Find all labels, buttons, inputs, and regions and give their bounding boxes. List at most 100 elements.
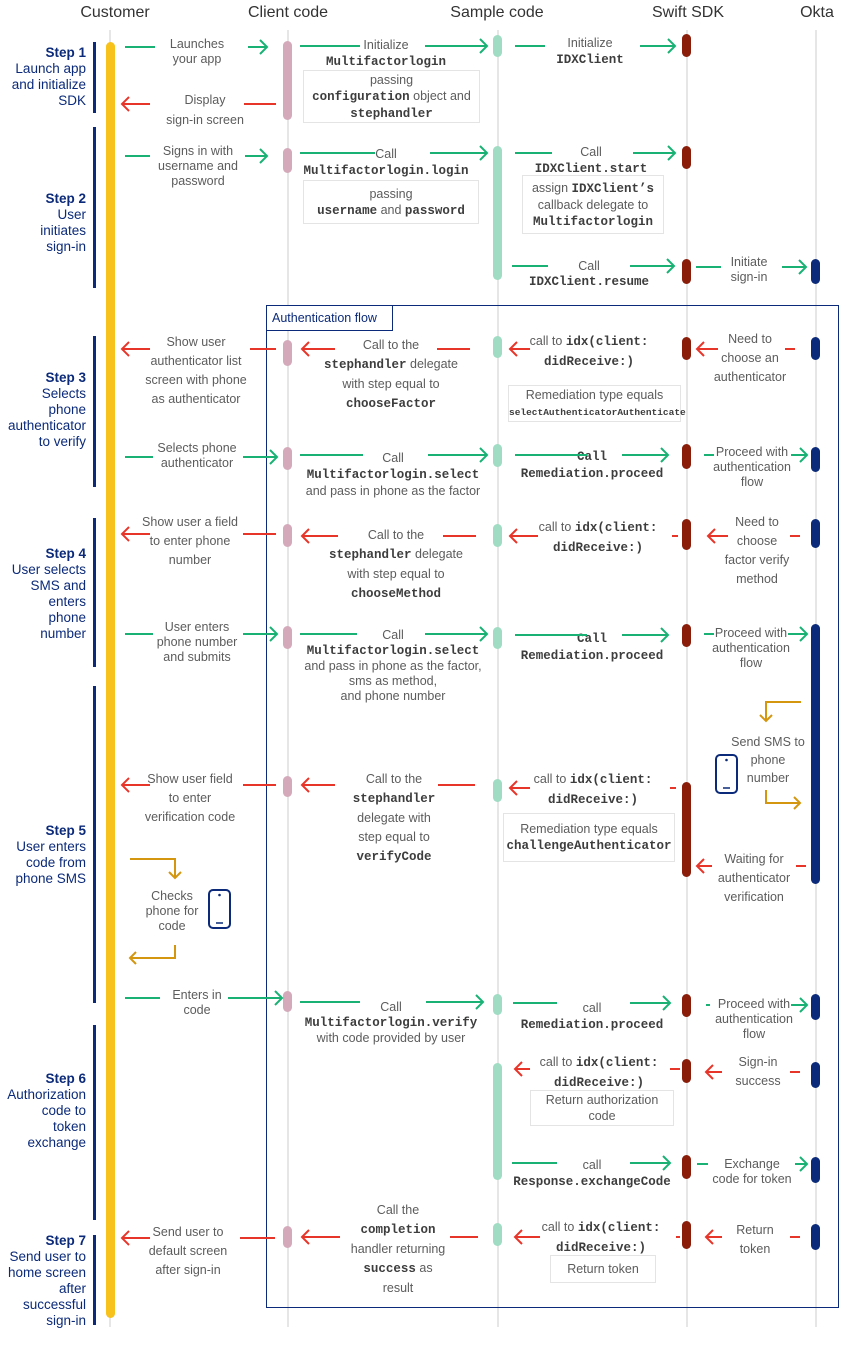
step-description: enters (48, 594, 86, 609)
code-text: IDXClient.start (534, 162, 648, 176)
message-label: call to idx(client:didReceive:) (540, 1053, 659, 1093)
authentication-flow-label: Authentication flow (266, 305, 393, 331)
phone-icon (715, 754, 738, 794)
text: authenticator (160, 456, 234, 470)
sample-activation-bar (493, 1063, 502, 1180)
swift-activation-bar (682, 519, 691, 550)
arrowhead-left-icon (513, 1061, 523, 1077)
arrowhead-down-icon (759, 714, 773, 723)
text: call to (541, 1220, 578, 1234)
text-line: Selects phone (157, 441, 236, 456)
text-line: to enter (145, 789, 235, 808)
step-number: Step 6 (45, 1071, 86, 1086)
text-line: authentication (713, 460, 791, 475)
text-line: Call to the (353, 770, 436, 789)
text-line: Send user to (149, 1223, 228, 1242)
arrowhead-left-icon (128, 951, 137, 965)
text: Proceed with (717, 997, 791, 1011)
code-text: Remediation.proceed (520, 649, 664, 663)
text: and (377, 202, 405, 217)
customer-activation-bar (106, 42, 115, 1318)
text: method (736, 572, 778, 586)
step-description: exchange (27, 1135, 86, 1150)
text: token (739, 1242, 771, 1256)
text-line: configuration object and (304, 88, 479, 105)
code-text: stephandler (350, 106, 433, 121)
arrowhead-right-icon (475, 994, 485, 1010)
text-line: Call (535, 144, 648, 160)
text-line: with step equal to (324, 375, 458, 394)
text: Initiate (730, 255, 768, 269)
step-description: and initialize (11, 77, 86, 92)
text-line: authenticator (714, 368, 786, 387)
text: Return token (567, 1262, 639, 1276)
swift-activation-bar (682, 259, 691, 284)
text: to enter (168, 791, 212, 805)
text: call (582, 1001, 602, 1015)
text: call to (533, 772, 570, 786)
text: Initialize (363, 38, 409, 52)
text-line: step equal to (353, 828, 436, 847)
text-line: didReceive:) (542, 1238, 661, 1258)
text: after sign-in (155, 1263, 221, 1277)
text: User enters (164, 620, 230, 634)
text: Remediation type equals (525, 387, 664, 402)
code-text: chooseFactor (345, 397, 437, 411)
text-line: stephandler (353, 789, 436, 809)
text: with step equal to (342, 377, 440, 391)
text-line: passing (304, 186, 478, 202)
arrowhead-left-icon (695, 858, 705, 874)
sample-activation-bar (493, 35, 502, 57)
text-line: and phone number (304, 689, 481, 704)
code-text: didReceive:) (555, 1241, 646, 1255)
sample-activation-bar (493, 146, 502, 280)
phone-camera-icon (725, 758, 728, 762)
text: authenticator (717, 871, 791, 885)
text: password (171, 174, 225, 188)
text: call to (529, 334, 566, 348)
code-text: didReceive:) (543, 355, 634, 369)
text: Call (580, 145, 602, 159)
arrowhead-right-icon (799, 997, 809, 1013)
sample-activation-bar (493, 336, 502, 358)
text-line: Response.exchangeCode (513, 1173, 671, 1190)
text-line: default screen (149, 1242, 228, 1261)
client-activation-bar (283, 626, 292, 649)
text: choose (736, 534, 778, 548)
text: Call (578, 259, 600, 273)
client-activation-bar (283, 991, 292, 1012)
okta-activation-bar (811, 1224, 820, 1250)
step-description: SMS and (30, 578, 86, 593)
text-line: challengeAuthenticator (504, 837, 674, 854)
code-text: Remediation.proceed (520, 467, 664, 481)
text-line: Sign-in (735, 1053, 780, 1072)
text: code (588, 1109, 616, 1123)
swift-activation-bar (682, 1059, 691, 1083)
text-line: Call to the (324, 336, 458, 355)
lane-header-swift-sdk: Swift SDK (651, 4, 725, 21)
note-box: Return token (550, 1255, 656, 1283)
code-text: challengeAuthenticator (506, 839, 672, 853)
text-line: as authenticator (145, 390, 246, 409)
text: Need to (728, 332, 772, 346)
arrowhead-left-icon (120, 526, 130, 542)
text-line: phone for (146, 904, 199, 919)
lifeline-swift-sdk (686, 30, 688, 1327)
message-label: call to idx(client:didReceive:) (534, 770, 653, 810)
text-line: Waiting for (718, 850, 790, 869)
